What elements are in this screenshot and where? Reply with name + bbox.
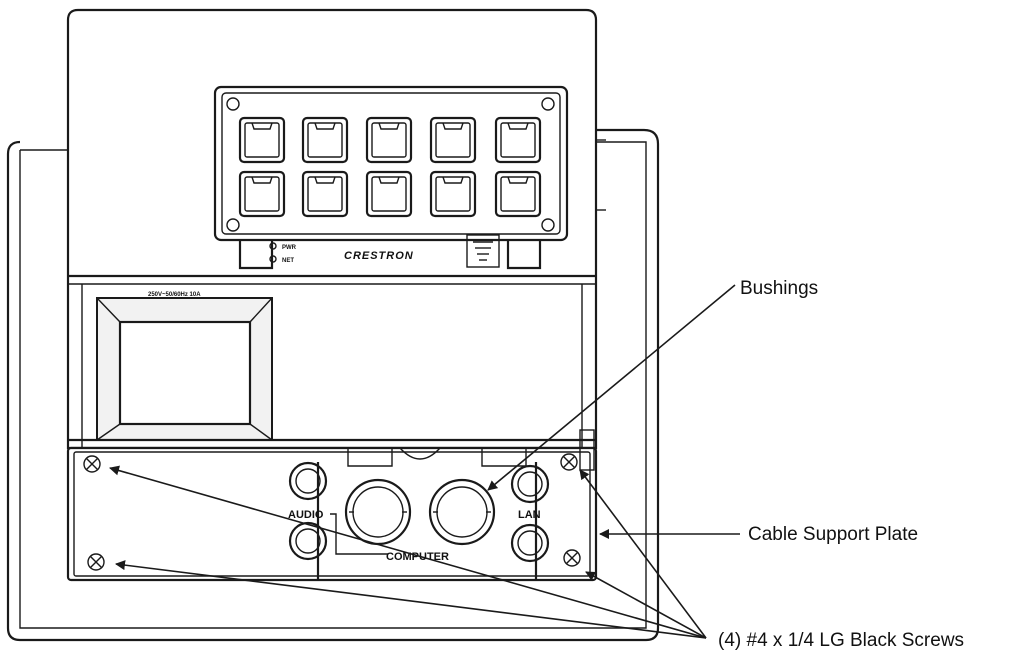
plate-screw-br-icon — [563, 549, 581, 567]
audio-grommet-top — [288, 461, 328, 501]
keypad-module: PWR NET CRESTRON — [213, 85, 569, 270]
cable-support-plate: AUDIO COMPUTER LAN — [66, 429, 598, 582]
plate-screw-tr-icon — [560, 453, 578, 471]
keypad-button-6 — [238, 170, 286, 218]
keypad-button-9 — [429, 170, 477, 218]
lan-label: LAN — [518, 509, 541, 521]
lan-grommet-top — [510, 464, 550, 504]
keypad-button-5 — [494, 116, 542, 164]
keypad-screw-bl — [226, 218, 240, 232]
keypad-button-10 — [494, 170, 542, 218]
bushings-callout-label: Bushings — [740, 278, 818, 299]
power-outlet — [96, 297, 273, 441]
pwr-label: PWR — [282, 245, 297, 251]
audio-label: AUDIO — [288, 509, 324, 521]
outer-enclosure-inner — [19, 141, 647, 629]
keypad-screw-tr — [541, 97, 555, 111]
keypad-button-4 — [429, 116, 477, 164]
brand-logo: CRESTRON — [344, 250, 414, 262]
net-label: NET — [282, 258, 294, 264]
keypad-screw-br — [541, 218, 555, 232]
pwr-led-icon — [269, 242, 277, 250]
lan-grommet-bottom — [510, 523, 550, 563]
audio-grommet-bottom — [288, 521, 328, 561]
keypad-button-1 — [238, 116, 286, 164]
ir-window — [466, 234, 500, 268]
plate-screw-tl-icon — [83, 455, 101, 473]
keypad-button-3 — [365, 116, 413, 164]
cable-support-plate-callout-label: Cable Support Plate — [748, 524, 918, 545]
keypad-button-2 — [301, 116, 349, 164]
plate-screw-bl-icon — [87, 553, 105, 571]
net-led-icon — [269, 255, 277, 263]
outer-enclosure — [6, 128, 660, 642]
power-rating-label: 250V~50/60Hz 10A — [148, 292, 201, 298]
computer-bushing-right — [428, 478, 496, 546]
keypad-screw-tl — [226, 97, 240, 111]
keypad-button-8 — [365, 170, 413, 218]
screws-callout-label: (4) #4 x 1/4 LG Black Screws — [718, 630, 964, 651]
keypad-button-7 — [301, 170, 349, 218]
